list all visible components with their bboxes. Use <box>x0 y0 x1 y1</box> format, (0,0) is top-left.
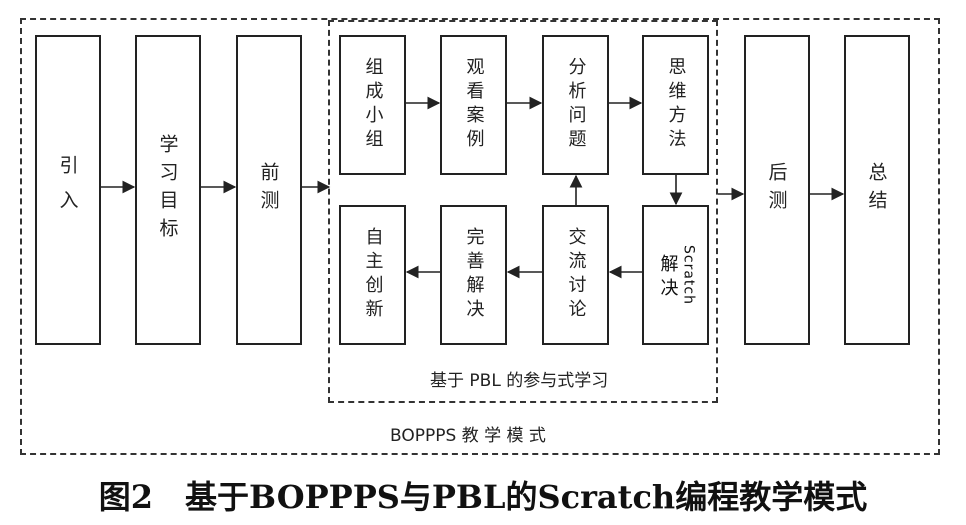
pbl-watch-cases: 观看案例 <box>440 35 507 175</box>
step-posttest: 后测 <box>744 35 810 345</box>
pbl-refine-solution-label: 完善解决 <box>463 227 485 323</box>
pbl-analyze-problem-label: 分析问题 <box>565 57 587 153</box>
step-summary-label: 总结 <box>865 162 888 218</box>
step-objectives-label: 学习目标 <box>156 134 179 246</box>
pbl-watch-cases-label: 观看案例 <box>463 57 485 153</box>
pbl-scratch-solve-en: Scratch <box>680 245 697 305</box>
step-pretest: 前测 <box>236 35 302 345</box>
bopps-group-border <box>20 18 940 455</box>
pbl-group-label: 基于 PBL 的参与式学习 <box>430 371 609 391</box>
pbl-thinking-method-label: 思维方法 <box>665 57 687 153</box>
step-intro: 引入 <box>35 35 101 345</box>
step-intro-label: 引入 <box>56 155 79 225</box>
pbl-self-innovation-label: 自主创新 <box>362 227 384 323</box>
pbl-analyze-problem: 分析问题 <box>542 35 609 175</box>
pbl-form-groups: 组成小组 <box>339 35 406 175</box>
step-pretest-label: 前测 <box>257 162 280 218</box>
pbl-discussion-label: 交流讨论 <box>565 227 587 323</box>
figure-caption: 图2 基于BOPPPS与PBL的Scratch编程教学模式 <box>98 478 868 516</box>
pbl-discussion: 交流讨论 <box>542 205 609 345</box>
pbl-group-border <box>328 20 718 403</box>
pbl-scratch-solve: Scratch 解决 <box>642 205 709 345</box>
pbl-scratch-solve-label: Scratch 解决 <box>655 245 697 305</box>
step-objectives: 学习目标 <box>135 35 201 345</box>
bopps-group-label: BOPPPS 教 学 模 式 <box>390 426 546 446</box>
pbl-thinking-method: 思维方法 <box>642 35 709 175</box>
step-posttest-label: 后测 <box>765 162 788 218</box>
pbl-self-innovation: 自主创新 <box>339 205 406 345</box>
pbl-refine-solution: 完善解决 <box>440 205 507 345</box>
pbl-form-groups-label: 组成小组 <box>362 57 384 153</box>
pbl-scratch-solve-cn: 解决 <box>657 253 679 302</box>
step-summary: 总结 <box>844 35 910 345</box>
